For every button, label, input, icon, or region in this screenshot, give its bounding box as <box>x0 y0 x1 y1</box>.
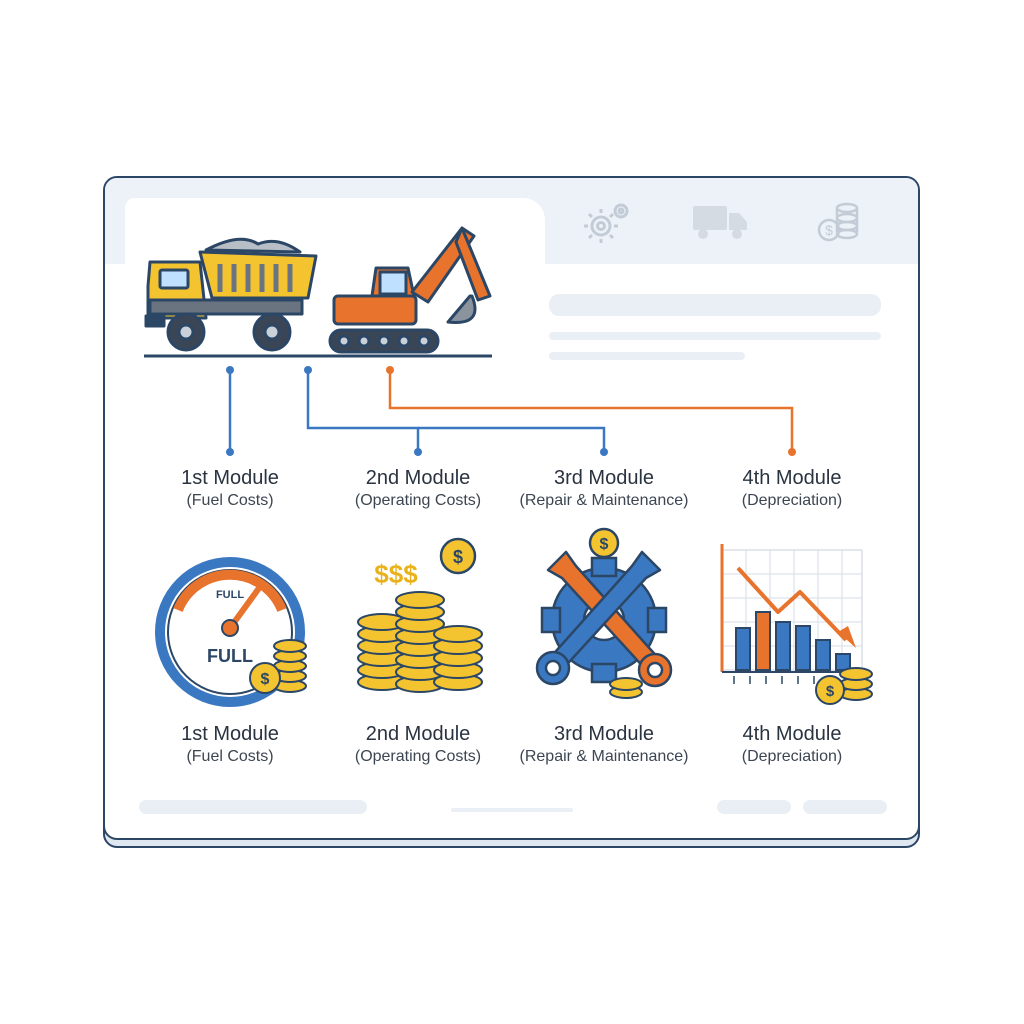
module-title: 3rd Module <box>553 723 655 745</box>
placeholder-line <box>549 352 745 360</box>
module-title: 2nd Module <box>365 467 471 489</box>
dollar-signs-label: $$$ <box>374 559 418 589</box>
module-title: 1st Module <box>181 723 279 745</box>
module-label-bottom-2: 2nd Module (Operating Costs) <box>318 722 518 768</box>
truck-icon[interactable] <box>691 196 751 248</box>
gauge-big-label: FULL <box>207 646 253 666</box>
module-subtitle: (Repair & Maintenance) <box>519 492 689 509</box>
connector-dots <box>226 366 796 456</box>
excavator-icon <box>328 226 492 354</box>
connector-3 <box>418 426 606 452</box>
module-label-top-4: 4th Module (Depreciation) <box>692 466 892 512</box>
toolbar-coin-symbol: $ <box>825 222 833 238</box>
module-title: 3rd Module <box>553 467 655 489</box>
module-subtitle: (Operating Costs) <box>354 748 482 765</box>
module-label-bottom-3: 3rd Module (Repair & Maintenance) <box>504 722 704 768</box>
repair-coin-symbol: $ <box>600 536 609 553</box>
fuel-gauge-icon: FULL FULL $ <box>155 557 307 707</box>
depreciation-coin-symbol: $ <box>826 683 835 700</box>
coins-icon[interactable]: $ <box>811 196 871 248</box>
gauge-small-label: FULL <box>216 589 244 601</box>
module-subtitle: (Fuel Costs) <box>186 492 274 509</box>
connector-4 <box>388 370 794 452</box>
module-title: 1st Module <box>181 467 279 489</box>
footer-line <box>451 808 573 812</box>
module-label-top-3: 3rd Module (Repair & Maintenance) <box>504 466 704 512</box>
floating-coin-symbol: $ <box>453 547 463 567</box>
connector-2 <box>306 370 420 452</box>
module-label-bottom-4: 4th Module (Depreciation) <box>692 722 892 768</box>
gauge-coin-symbol: $ <box>261 671 270 688</box>
module-subtitle: (Repair & Maintenance) <box>519 748 689 765</box>
module-title: 2nd Module <box>365 723 471 745</box>
module-title: 4th Module <box>742 467 842 489</box>
footer-bar-left <box>139 800 367 814</box>
module-subtitle: (Operating Costs) <box>354 492 482 509</box>
module-title: 4th Module <box>742 723 842 745</box>
depreciation-chart-icon: $ <box>720 544 873 705</box>
dump-truck-icon <box>144 237 318 352</box>
module-subtitle: (Depreciation) <box>741 748 843 765</box>
coin-stacks-icon: $$$ $ <box>357 537 483 693</box>
footer-button[interactable] <box>717 800 791 814</box>
module-subtitle: (Fuel Costs) <box>186 748 274 765</box>
footer-button[interactable] <box>803 800 887 814</box>
placeholder-bar <box>549 294 881 316</box>
module-label-top-1: 1st Module (Fuel Costs) <box>130 466 330 512</box>
module-label-top-2: 2nd Module (Operating Costs) <box>318 466 518 512</box>
module-label-bottom-1: 1st Module (Fuel Costs) <box>130 722 330 768</box>
wrench-gear-icon: $ <box>535 527 673 699</box>
gears-icon[interactable] <box>577 196 637 248</box>
placeholder-line <box>549 332 881 340</box>
connector-lines <box>228 370 794 452</box>
module-subtitle: (Depreciation) <box>741 492 843 509</box>
